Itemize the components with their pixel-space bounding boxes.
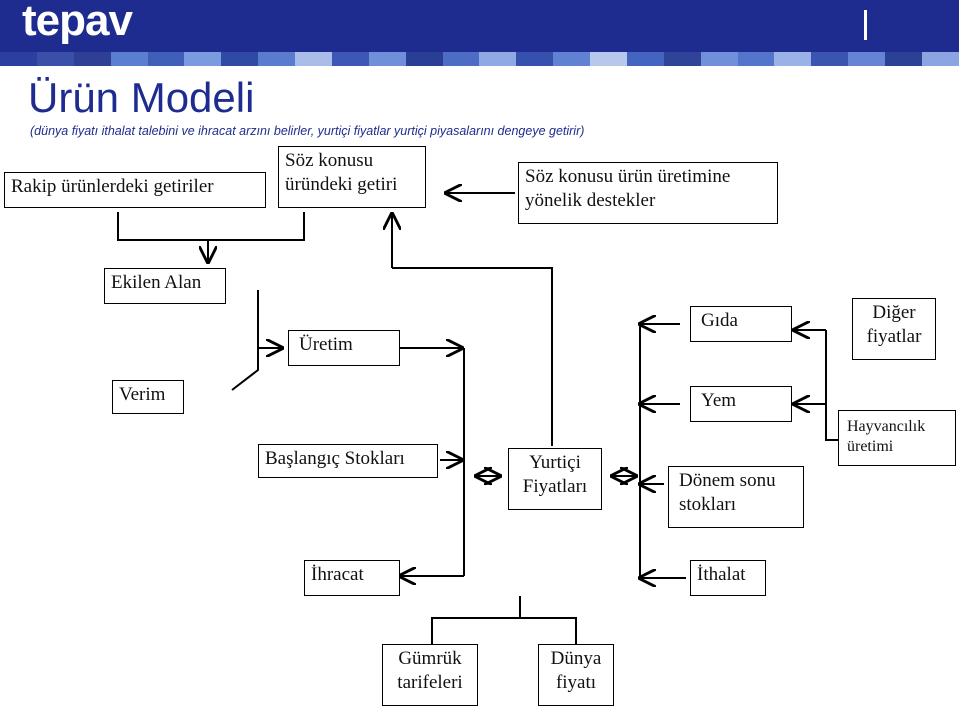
connector-getiri-merge [117,212,305,241]
strip-segment [295,52,332,66]
box-yurtici-line2: Fiyatları [522,476,588,497]
box-soz-line1: Söz konusu [285,150,374,171]
box-yem-label: Yem [701,390,737,411]
decorative-color-strip [0,52,959,66]
brand-logo: tepav [22,0,133,45]
strip-segment [110,52,148,66]
box-gida-label: Gıda [701,310,738,331]
connector-gumruk-dunya [431,617,577,644]
strip-segment [147,52,185,66]
strip-segment [700,52,738,66]
strip-segment [0,52,37,66]
box-hayvancilik-line1: Hayvancılık [847,418,926,435]
strip-segment [73,52,111,66]
box-yem: Yem [690,386,792,422]
connector-yurtici-up [392,267,553,446]
connector-ekilen-verim [231,290,259,391]
box-baslangic-label: Başlangıç Stokları [265,448,405,469]
strip-segment [258,52,295,66]
box-ithalat: İthalat [690,560,766,596]
strip-segment [184,52,222,66]
strip-segment [479,52,517,66]
strip-segment [331,52,369,66]
strip-segment [626,52,664,66]
box-verim-label: Verim [119,384,166,405]
box-dunya-line1: Dünya [550,648,602,669]
box-destek-line2: yönelik destekler [525,190,656,211]
strip-segment [405,52,443,66]
box-donem-line2: stokları [679,494,736,515]
box-ekilen-alan: Ekilen Alan [104,268,226,304]
box-hayvancilik-uretimi: Hayvancılık üretimi [838,410,956,466]
strip-segment [516,52,554,66]
box-ihracat: İhracat [304,560,400,596]
box-ekilen-label: Ekilen Alan [111,272,202,293]
box-rakip-getiriler: Rakip ürünlerdeki getiriler [4,172,266,208]
box-yurtici-line1: Yurtiçi [529,452,581,473]
box-destek-line1: Söz konusu ürün üretimine [525,166,731,187]
box-soz-line2: üründeki getiri [285,174,398,195]
box-gida: Gıda [690,306,792,342]
box-diger-fiyatlar: Diğer fiyatlar [852,298,936,360]
header-bar: tepav [0,0,959,52]
page-subtitle: (dünya fiyatı ithalat talebini ve ihraca… [30,124,585,138]
strip-segment [36,52,74,66]
box-diger-line2: fiyatlar [866,326,922,347]
strip-segment [221,52,259,66]
strip-segment [368,52,406,66]
box-donem-line1: Dönem sonu [679,470,776,491]
box-dunya-line2: fiyatı [555,672,597,693]
strip-segment [885,52,922,66]
box-diger-line1: Diğer [872,302,916,323]
strip-segment [553,52,590,66]
box-donem-sonu-stoklari: Dönem sonu stokları [668,466,804,528]
strip-segment [663,52,701,66]
page-title: Ürün Modeli [28,74,255,121]
strip-segment [737,52,775,66]
box-gumruk-line1: Gümrük [398,648,462,669]
strip-segment [774,52,812,66]
box-destekler: Söz konusu ürün üretimine yönelik destekl… [518,162,778,224]
box-verim: Verim [112,380,184,414]
strip-segment [590,52,627,66]
strip-segment [811,52,849,66]
box-gumruk-line2: tarifeleri [397,672,463,693]
box-ithalat-label: İthalat [697,564,746,585]
box-rakip-label: Rakip ürünlerdeki getiriler [11,176,214,197]
strip-segment [442,52,480,66]
strip-segment [848,52,885,66]
box-uretim-label: Üretim [299,334,353,355]
box-soz-konusu-getiri: Söz konusu üründeki getiri [278,146,426,208]
box-hayvancilik-line2: üretimi [847,438,894,455]
box-uretim: Üretim [288,330,400,366]
box-dunya-fiyati: Dünya fiyatı [538,644,614,706]
strip-segment [921,52,959,66]
box-baslangic-stoklari: Başlangıç Stokları [258,444,438,478]
header-divider [864,10,867,40]
box-ihracat-label: İhracat [311,564,364,585]
box-gumruk-tarifeleri: Gümrük tarifeleri [382,644,478,706]
